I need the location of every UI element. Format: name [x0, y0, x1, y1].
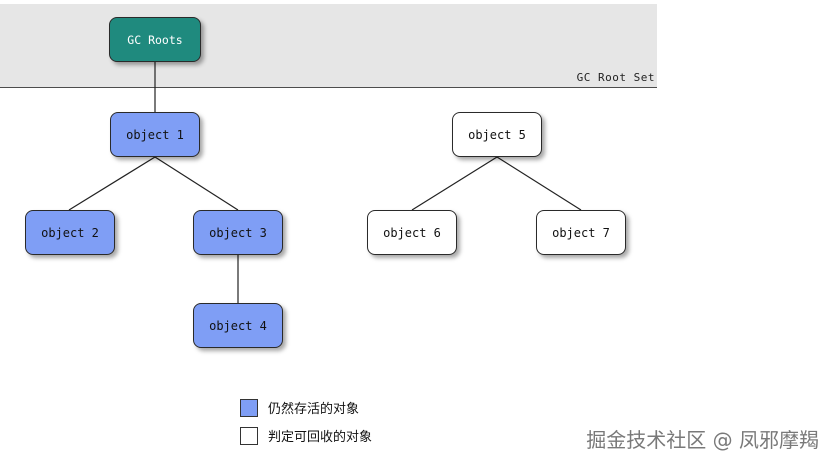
object-1-node: object 1: [110, 112, 200, 157]
legend-live-label: 仍然存活的对象: [268, 402, 360, 417]
edge-object1-object2: [68, 156, 156, 211]
legend-dead: 判定可回收的对象: [240, 426, 372, 445]
legend-dead-label: 判定可回收的对象: [268, 430, 373, 445]
legend-live-swatch: [240, 398, 258, 417]
gc-root-set-label: GC Root Set: [576, 71, 655, 84]
object-7-node: object 7: [536, 210, 626, 255]
gc-roots-node: GC Roots: [109, 17, 201, 62]
edge-object5-object6: [411, 156, 498, 211]
edge-object1-object3: [154, 156, 239, 211]
watermark: 掘金技术社区 @ 凤邪摩羯: [586, 428, 819, 452]
object-2-node: object 2: [25, 210, 115, 255]
object-4-node: object 4: [193, 303, 283, 348]
object-6-node: object 6: [367, 210, 457, 255]
edge-object5-object7: [496, 156, 582, 211]
object-5-node: object 5: [452, 112, 542, 157]
object-3-node: object 3: [193, 210, 283, 255]
legend-dead-swatch: [240, 426, 258, 445]
legend-live: 仍然存活的对象: [240, 398, 359, 417]
